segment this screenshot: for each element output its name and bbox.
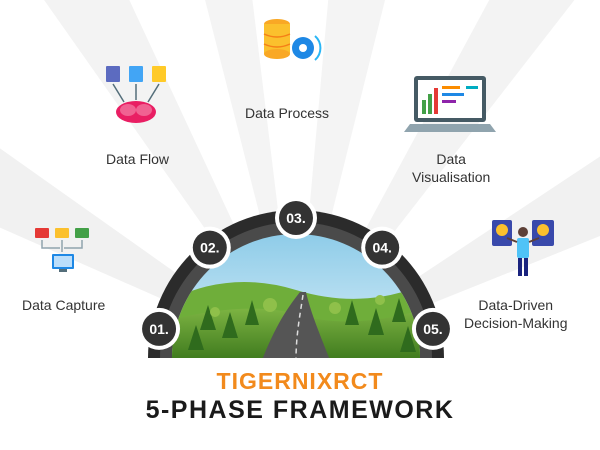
phase-label-data-driven-decision: Data-Driven Decision-Making <box>464 297 568 331</box>
phase-badge-2: 02. <box>188 226 231 269</box>
phase-label-data-process: Data Process <box>245 105 330 121</box>
phase-number-1: 01. <box>149 321 168 337</box>
phase-label-data-visualisation: Data Visualisation <box>412 151 491 185</box>
phase-label-data-capture: Data Capture <box>22 297 106 313</box>
phase-badge-4: 04. <box>361 226 404 269</box>
phase-number-3: 03. <box>286 210 305 226</box>
brain-flow-icon <box>106 66 166 123</box>
phase-label-data-flow: Data Flow <box>106 151 170 167</box>
phase-badge-3: 03. <box>275 197 317 239</box>
phase-badge-5: 05. <box>411 307 454 350</box>
phase-number-4: 04. <box>372 240 391 256</box>
database-gear-icon <box>263 19 322 61</box>
phase-badges: 01. 02. 03. 04. 05. <box>138 197 454 350</box>
phase-number-5: 05. <box>423 321 442 337</box>
laptop-chart-icon <box>404 76 496 132</box>
person-dashboards-icon <box>492 220 554 276</box>
folders-monitor-icon <box>35 228 89 272</box>
brand-name: TIGERNIXRCT <box>216 368 384 394</box>
framework-title: 5-PHASE FRAMEWORK <box>145 396 455 424</box>
phase-badge-1: 01. <box>138 307 181 350</box>
phase-number-2: 02. <box>200 240 219 256</box>
